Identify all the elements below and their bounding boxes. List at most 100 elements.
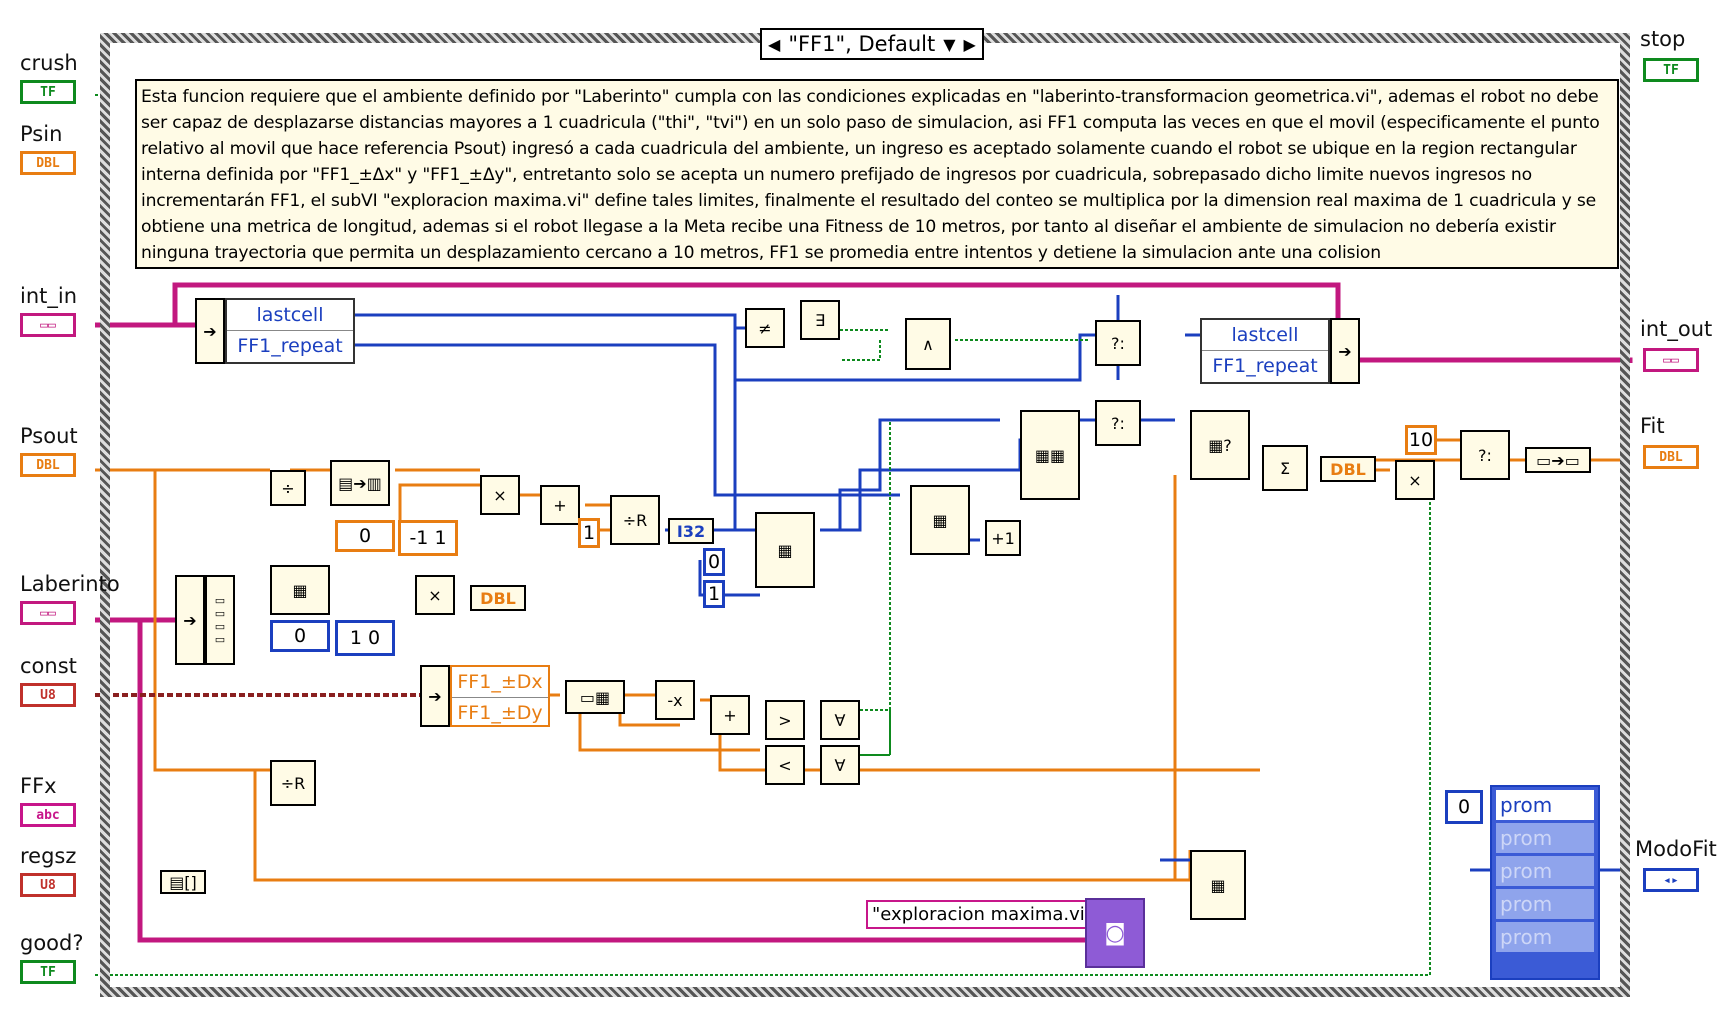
build-array-icon: ▤➔▥ [338,474,382,493]
laberinto-fields[interactable]: ▭▭▭▭ [205,575,235,665]
zero-blue-constant[interactable]: 0 [703,548,725,576]
index-array-node[interactable]: ▭▦ [565,680,625,714]
build-array-node[interactable]: ▤➔▥ [330,460,390,506]
exploracion-maxima-subvi[interactable]: ◙ [1085,898,1145,968]
to-i32-node[interactable]: I32 [668,518,714,544]
select-node-3[interactable]: ?: [1460,430,1510,480]
const-terminal[interactable]: U8 [20,683,76,707]
array-ops-node[interactable]: ▦? [1190,410,1250,480]
multiply-icon: × [1408,471,1421,490]
index-array-2d-node-2[interactable]: ▦ [910,485,970,555]
select-node-1[interactable]: ?: [1095,320,1141,366]
multiply-node-1[interactable]: × [480,475,520,515]
quotient-icon: ÷R [623,511,648,530]
modofit-array-index[interactable]: 0 [1445,790,1483,824]
array-constant-b-index[interactable]: 0 [270,620,330,652]
ffx-terminal[interactable]: abc [20,803,76,827]
stop-label: stop [1640,28,1685,50]
multiply-node-2[interactable]: × [415,575,455,615]
good-terminal[interactable]: TF [20,960,76,984]
compound-and-node[interactable]: ∧ [905,318,951,370]
crush-label: crush [20,52,78,74]
cluster-icon: ▭▭ [40,318,56,333]
modofit-item-1[interactable]: prom [1496,790,1594,820]
modofit-enum-array[interactable]: prom prom prom prom prom [1490,785,1600,980]
or-array-icon: ∃ [815,311,825,330]
one-blue-constant[interactable]: 1 [703,580,725,608]
quotient-remainder-node-2[interactable]: ÷R [270,760,316,806]
array-subset-icon: ▦ [1210,876,1225,895]
add-node-2[interactable]: + [710,695,750,735]
negate-node[interactable]: -x [655,680,695,720]
to-dbl-node-2[interactable]: DBL [1320,456,1376,482]
increment-node[interactable]: +1 [985,520,1021,556]
modofit-terminal[interactable]: ◂▸ [1643,868,1699,892]
not-equal-node[interactable]: ≠ [745,308,785,348]
and-array-node-2[interactable]: ∀ [820,745,860,785]
modofit-item-4: prom [1496,889,1594,919]
index-array-icon: ▦ [777,541,792,560]
next-case-arrow-icon[interactable]: ▶ [964,35,976,54]
enum-icon: ◂▸ [1663,873,1679,888]
ff1-delta-unbundle[interactable]: FF1_±Dx FF1_±Dy [450,665,550,727]
sum-node[interactable]: Σ [1262,445,1308,491]
fit-terminal[interactable]: DBL [1643,445,1699,469]
arrow-right-icon: ➔ [183,611,196,630]
field-icon: ▭ [215,607,225,620]
quotient-remainder-node[interactable]: ÷R [610,495,660,545]
subvi-path-constant[interactable]: "exploracion maxima.vi" [866,900,1099,929]
replace-array-node[interactable]: ▦▦ [1020,410,1080,500]
unbundle-node[interactable]: ➔ [195,298,225,364]
add-node-1[interactable]: + [540,485,580,525]
laberinto-terminal[interactable]: ▭▭ [20,601,76,625]
delta-unbundle-node[interactable]: ➔ [420,665,450,727]
and-array-node-1[interactable]: ∀ [820,700,860,740]
int-out-terminal[interactable]: ▭▭ [1643,348,1699,372]
or-array-node[interactable]: ∃ [800,300,840,340]
to-array-node[interactable]: ▤[] [160,870,206,894]
multiply-node-3[interactable]: × [1395,460,1435,500]
greater-node[interactable]: > [765,700,805,740]
quotient-icon: ÷R [281,774,306,793]
array-subset-node[interactable]: ▦ [1190,850,1246,920]
spiral-icon: ◙ [1104,921,1125,946]
array-constant-a-index[interactable]: 0 [335,520,395,552]
bundle-by-name[interactable]: lastcell FF1_repeat [1200,318,1330,384]
array-b-value-1: 1 [350,627,362,649]
to-double-node[interactable]: ▭➔▭ [1525,447,1591,473]
regsz-terminal[interactable]: U8 [20,873,76,897]
convert-icon: ▭➔▭ [1536,451,1580,470]
bundle-node[interactable]: ➔ [1330,318,1360,384]
one-constant[interactable]: 1 [578,518,600,548]
array-constant-b[interactable]: 1 0 [335,620,395,656]
and-array-icon: ∀ [835,756,846,775]
case-dropdown-icon[interactable]: ▼ [943,35,955,54]
stop-terminal[interactable]: TF [1643,58,1699,82]
divide-node[interactable]: ÷ [270,470,306,506]
array-a-value-2: 1 [434,527,446,549]
crush-terminal[interactable]: TF [20,80,76,104]
modofit-item-2: prom [1496,823,1594,853]
unbundle-by-name[interactable]: lastcell FF1_repeat [225,298,355,364]
int-out-label: int_out [1640,318,1712,340]
ffx-label: FFx [20,775,57,797]
increment-icon: +1 [991,529,1015,548]
less-than-icon: < [778,756,791,775]
int-in-terminal[interactable]: ▭▭ [20,313,76,337]
psout-terminal[interactable]: DBL [20,453,76,477]
select-node-2[interactable]: ?: [1095,400,1141,446]
select-icon: ?: [1478,446,1492,465]
psin-terminal[interactable]: DBL [20,151,76,175]
divide-icon: ÷ [281,479,294,498]
array-size-node[interactable]: ▦ [270,565,330,615]
modofit-label: ModoFit [1635,838,1717,860]
array-constant-a[interactable]: -1 1 [398,520,458,556]
laberinto-unbundle-node[interactable]: ➔ [175,575,205,665]
cluster-icon: ▭▭ [1663,353,1679,368]
previous-case-arrow-icon[interactable]: ◀ [768,35,780,54]
case-selector[interactable]: ◀ "FF1", Default ▼ ▶ [760,28,984,60]
less-node[interactable]: < [765,745,805,785]
ten-constant[interactable]: 10 [1405,425,1437,455]
index-array-2d-node[interactable]: ▦ [755,512,815,588]
to-dbl-node-1[interactable]: DBL [470,585,526,611]
